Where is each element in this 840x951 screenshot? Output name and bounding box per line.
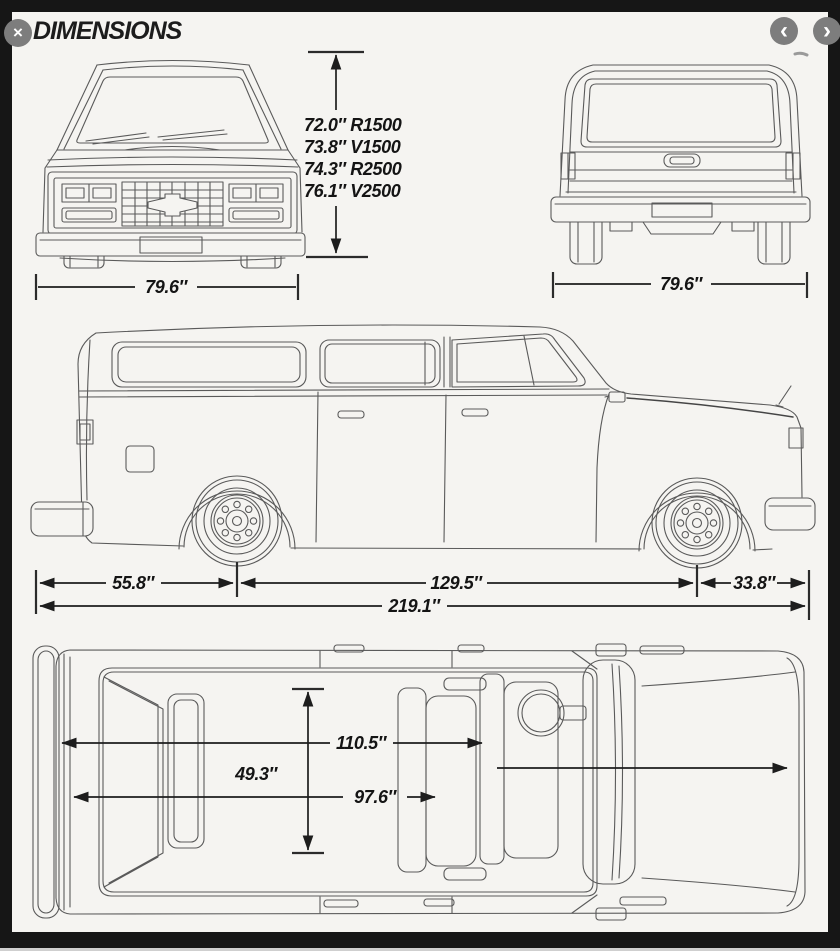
rear-width-label: 79.6″: [660, 274, 703, 294]
rear-view-drawing: [550, 64, 811, 265]
page-title: DIMENSIONS: [33, 17, 182, 45]
close-button[interactable]: ×: [4, 19, 32, 47]
front-width-label: 79.6″: [145, 277, 188, 297]
wheelbase-label: 129.5″: [430, 573, 483, 593]
overall-length-label: 219.1″: [387, 596, 441, 616]
front-view-drawing: [35, 59, 306, 269]
front-height-label-v1500: 73.8″ V1500: [304, 137, 401, 157]
interior-length-label: 110.5″: [336, 733, 388, 753]
rear-overhang-label: 55.8″: [112, 573, 155, 593]
chevron-right-icon: ›: [823, 17, 831, 44]
ink-smudge: [793, 51, 809, 57]
bottom-strip: [0, 948, 840, 951]
front-overhang-label: 33.8″: [733, 573, 776, 593]
front-height-label-r2500: 74.3″ R2500: [304, 159, 402, 179]
front-height-label-v2500: 76.1″ V2500: [304, 181, 401, 201]
interior-width-label: 49.3″: [234, 764, 278, 784]
dimension-annotations: 72.0″ R1500 73.8″ V1500 74.3″ R2500 76.1…: [34, 50, 811, 855]
front-height-label-r1500: 72.0″ R1500: [304, 115, 402, 135]
prev-button[interactable]: ‹: [770, 17, 798, 45]
top-view-drawing: [32, 643, 806, 921]
cargo-length-label: 97.6″: [354, 787, 397, 807]
chevron-left-icon: ‹: [780, 17, 788, 44]
close-icon: ×: [13, 23, 23, 42]
side-view-drawing: [30, 324, 816, 569]
next-button[interactable]: ›: [813, 17, 840, 45]
